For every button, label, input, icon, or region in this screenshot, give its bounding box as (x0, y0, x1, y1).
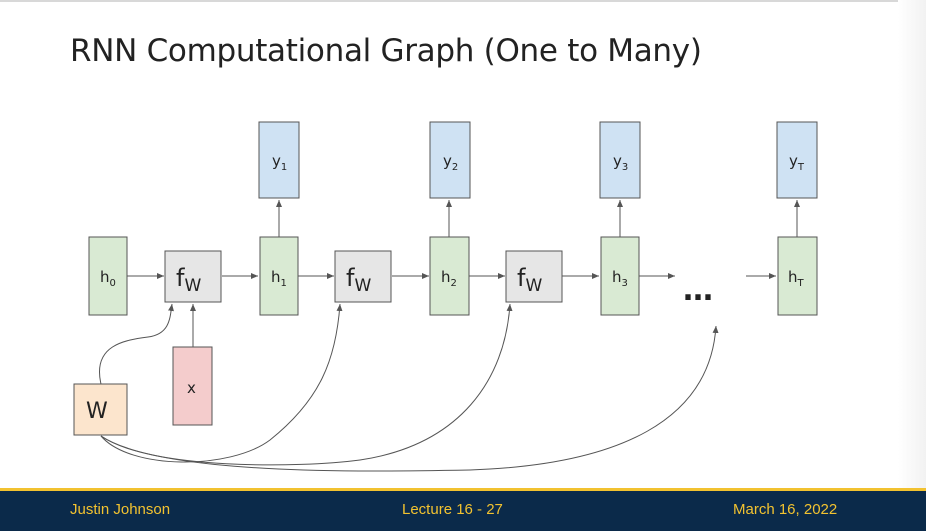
svg-text:fW: fW (176, 264, 201, 296)
weight-curve-3 (100, 303, 513, 466)
node-h2: h2 (429, 236, 470, 316)
svg-text:hT: hT (788, 268, 805, 289)
node-x: x (172, 346, 213, 426)
right-edge-shade (898, 0, 926, 488)
footer-bar: Justin Johnson Lecture 16 - 27 March 16,… (0, 488, 926, 531)
ellipsis: … (683, 273, 713, 308)
rnn-graph: y1 y2 y3 yT h0 h1 h2 h3 (73, 121, 818, 472)
node-h0: h0 (88, 236, 128, 316)
svg-text:h1: h1 (271, 268, 287, 289)
node-y3: y3 (599, 121, 641, 199)
footer-lecture: Lecture 16 - 27 (402, 501, 503, 518)
node-yT: yT (776, 121, 818, 199)
svg-text:fW: fW (346, 264, 371, 296)
node-fw-1: fW (164, 250, 222, 303)
weight-curve-1 (99, 303, 174, 385)
top-border (0, 0, 926, 2)
svg-text:h0: h0 (100, 268, 116, 289)
node-y1: y1 (258, 121, 300, 199)
footer-date: March 16, 2022 (733, 501, 838, 518)
svg-text:y3: y3 (613, 152, 628, 173)
svg-text:x: x (187, 379, 196, 397)
svg-text:fW: fW (517, 264, 542, 296)
node-h1: h1 (259, 236, 299, 316)
svg-text:h2: h2 (441, 268, 457, 289)
node-fw-3: fW (505, 250, 563, 303)
svg-text:yT: yT (789, 152, 805, 173)
footer-author: Justin Johnson (70, 501, 171, 518)
svg-text:W: W (86, 399, 108, 424)
node-h3: h3 (600, 236, 640, 316)
svg-text:h3: h3 (612, 268, 628, 289)
node-fw-2: fW (334, 250, 392, 303)
weight-curve-2 (100, 303, 343, 463)
node-W: W (73, 383, 128, 436)
node-hT: hT (777, 236, 818, 316)
node-y2: y2 (429, 121, 471, 199)
svg-text:y2: y2 (443, 152, 458, 173)
weight-curve-4 (100, 325, 719, 472)
slide-title: RNN Computational Graph (One to Many) (70, 33, 702, 69)
svg-text:y1: y1 (272, 152, 287, 173)
